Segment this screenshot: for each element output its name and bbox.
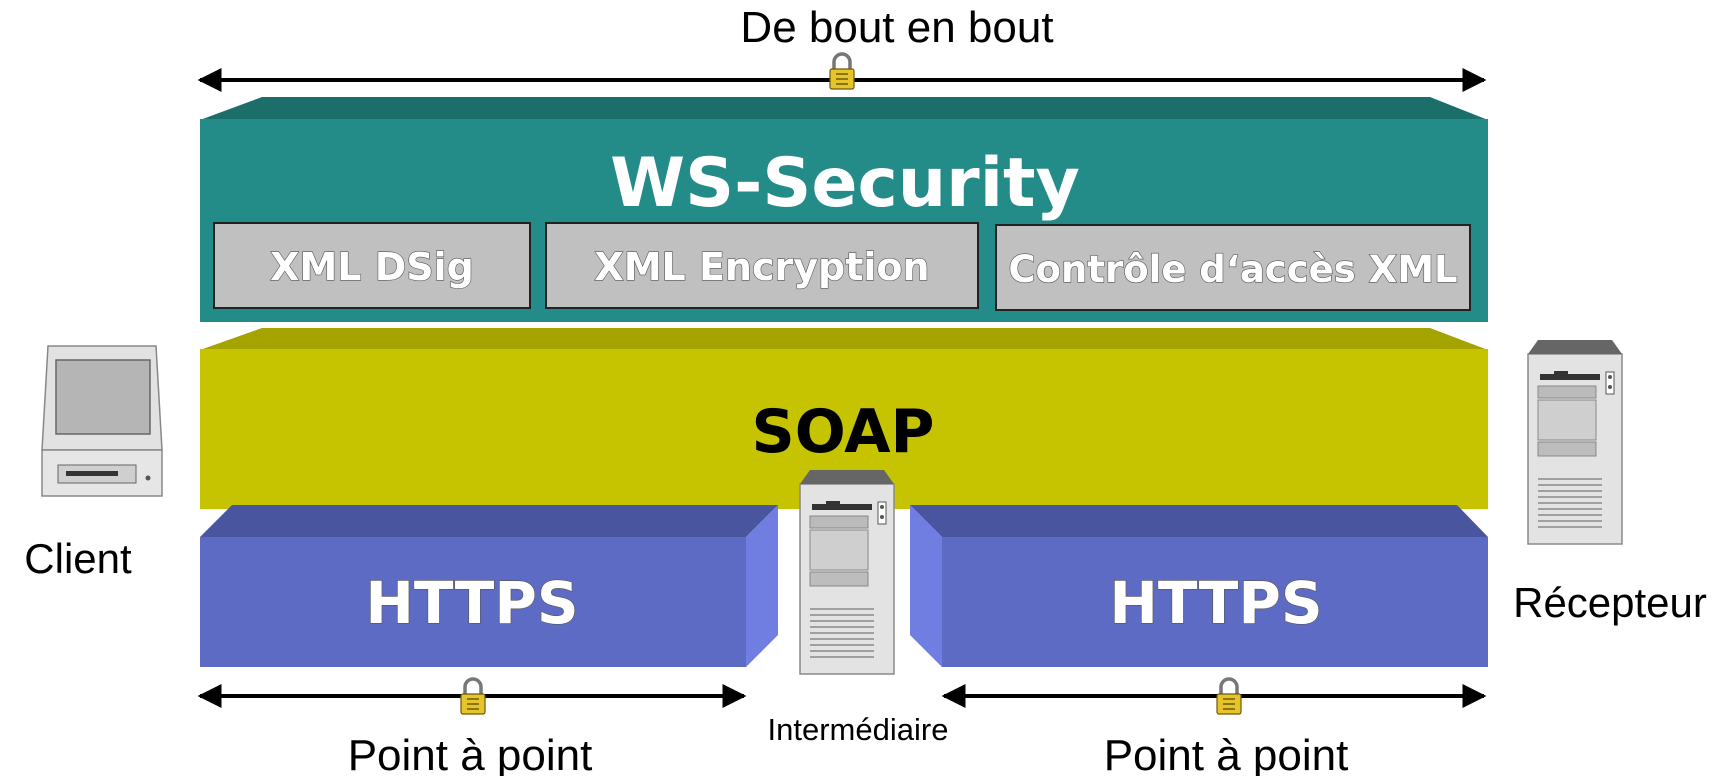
end-to-end-label: De bout en bout (740, 3, 1053, 52)
xml-encryption-box (545, 222, 979, 309)
https-left-layer: HTTPS (200, 505, 778, 667)
xml-encryption-label: XML Encryption (594, 245, 929, 289)
intermediary-label: Intermédiaire (768, 712, 949, 747)
soap-top-face (200, 328, 1488, 350)
https-left-top-face (200, 505, 778, 537)
https-right-front-face (942, 537, 1488, 667)
point-to-point-left-label: Point à point (348, 731, 593, 776)
padlock-icon (1215, 677, 1243, 716)
https-right-side-face (910, 505, 942, 667)
https-right-top-face (910, 505, 1488, 537)
ws-security-title: WS-Security (610, 144, 1080, 223)
padlock-icon (459, 677, 487, 716)
https-left-front-face (200, 537, 746, 667)
soap-label: SOAP (751, 397, 934, 467)
receiver-server-icon (1527, 339, 1623, 545)
https-left-side-face (746, 505, 778, 667)
intermediary-server-icon (799, 469, 895, 675)
client-label: Client (24, 535, 132, 582)
xml-dsig-box (213, 222, 531, 309)
xml-access-control-box (995, 224, 1471, 311)
https-right-layer: HTTPS (910, 505, 1488, 667)
receiver-label: Récepteur (1513, 579, 1707, 626)
padlock-icon (828, 52, 856, 91)
https-left-label: HTTPS (365, 569, 578, 637)
client-computer-icon (41, 345, 163, 497)
point-to-point-right-label: Point à point (1104, 731, 1349, 776)
ws-security-top-face (200, 97, 1488, 120)
ws-security-layer: WS-Security XML DSig XML Encryption Cont… (200, 97, 1488, 322)
xml-access-control-label: Contrôle d‘accès XML (1008, 248, 1457, 291)
https-right-label: HTTPS (1109, 569, 1322, 637)
xml-dsig-label: XML DSig (270, 245, 474, 289)
